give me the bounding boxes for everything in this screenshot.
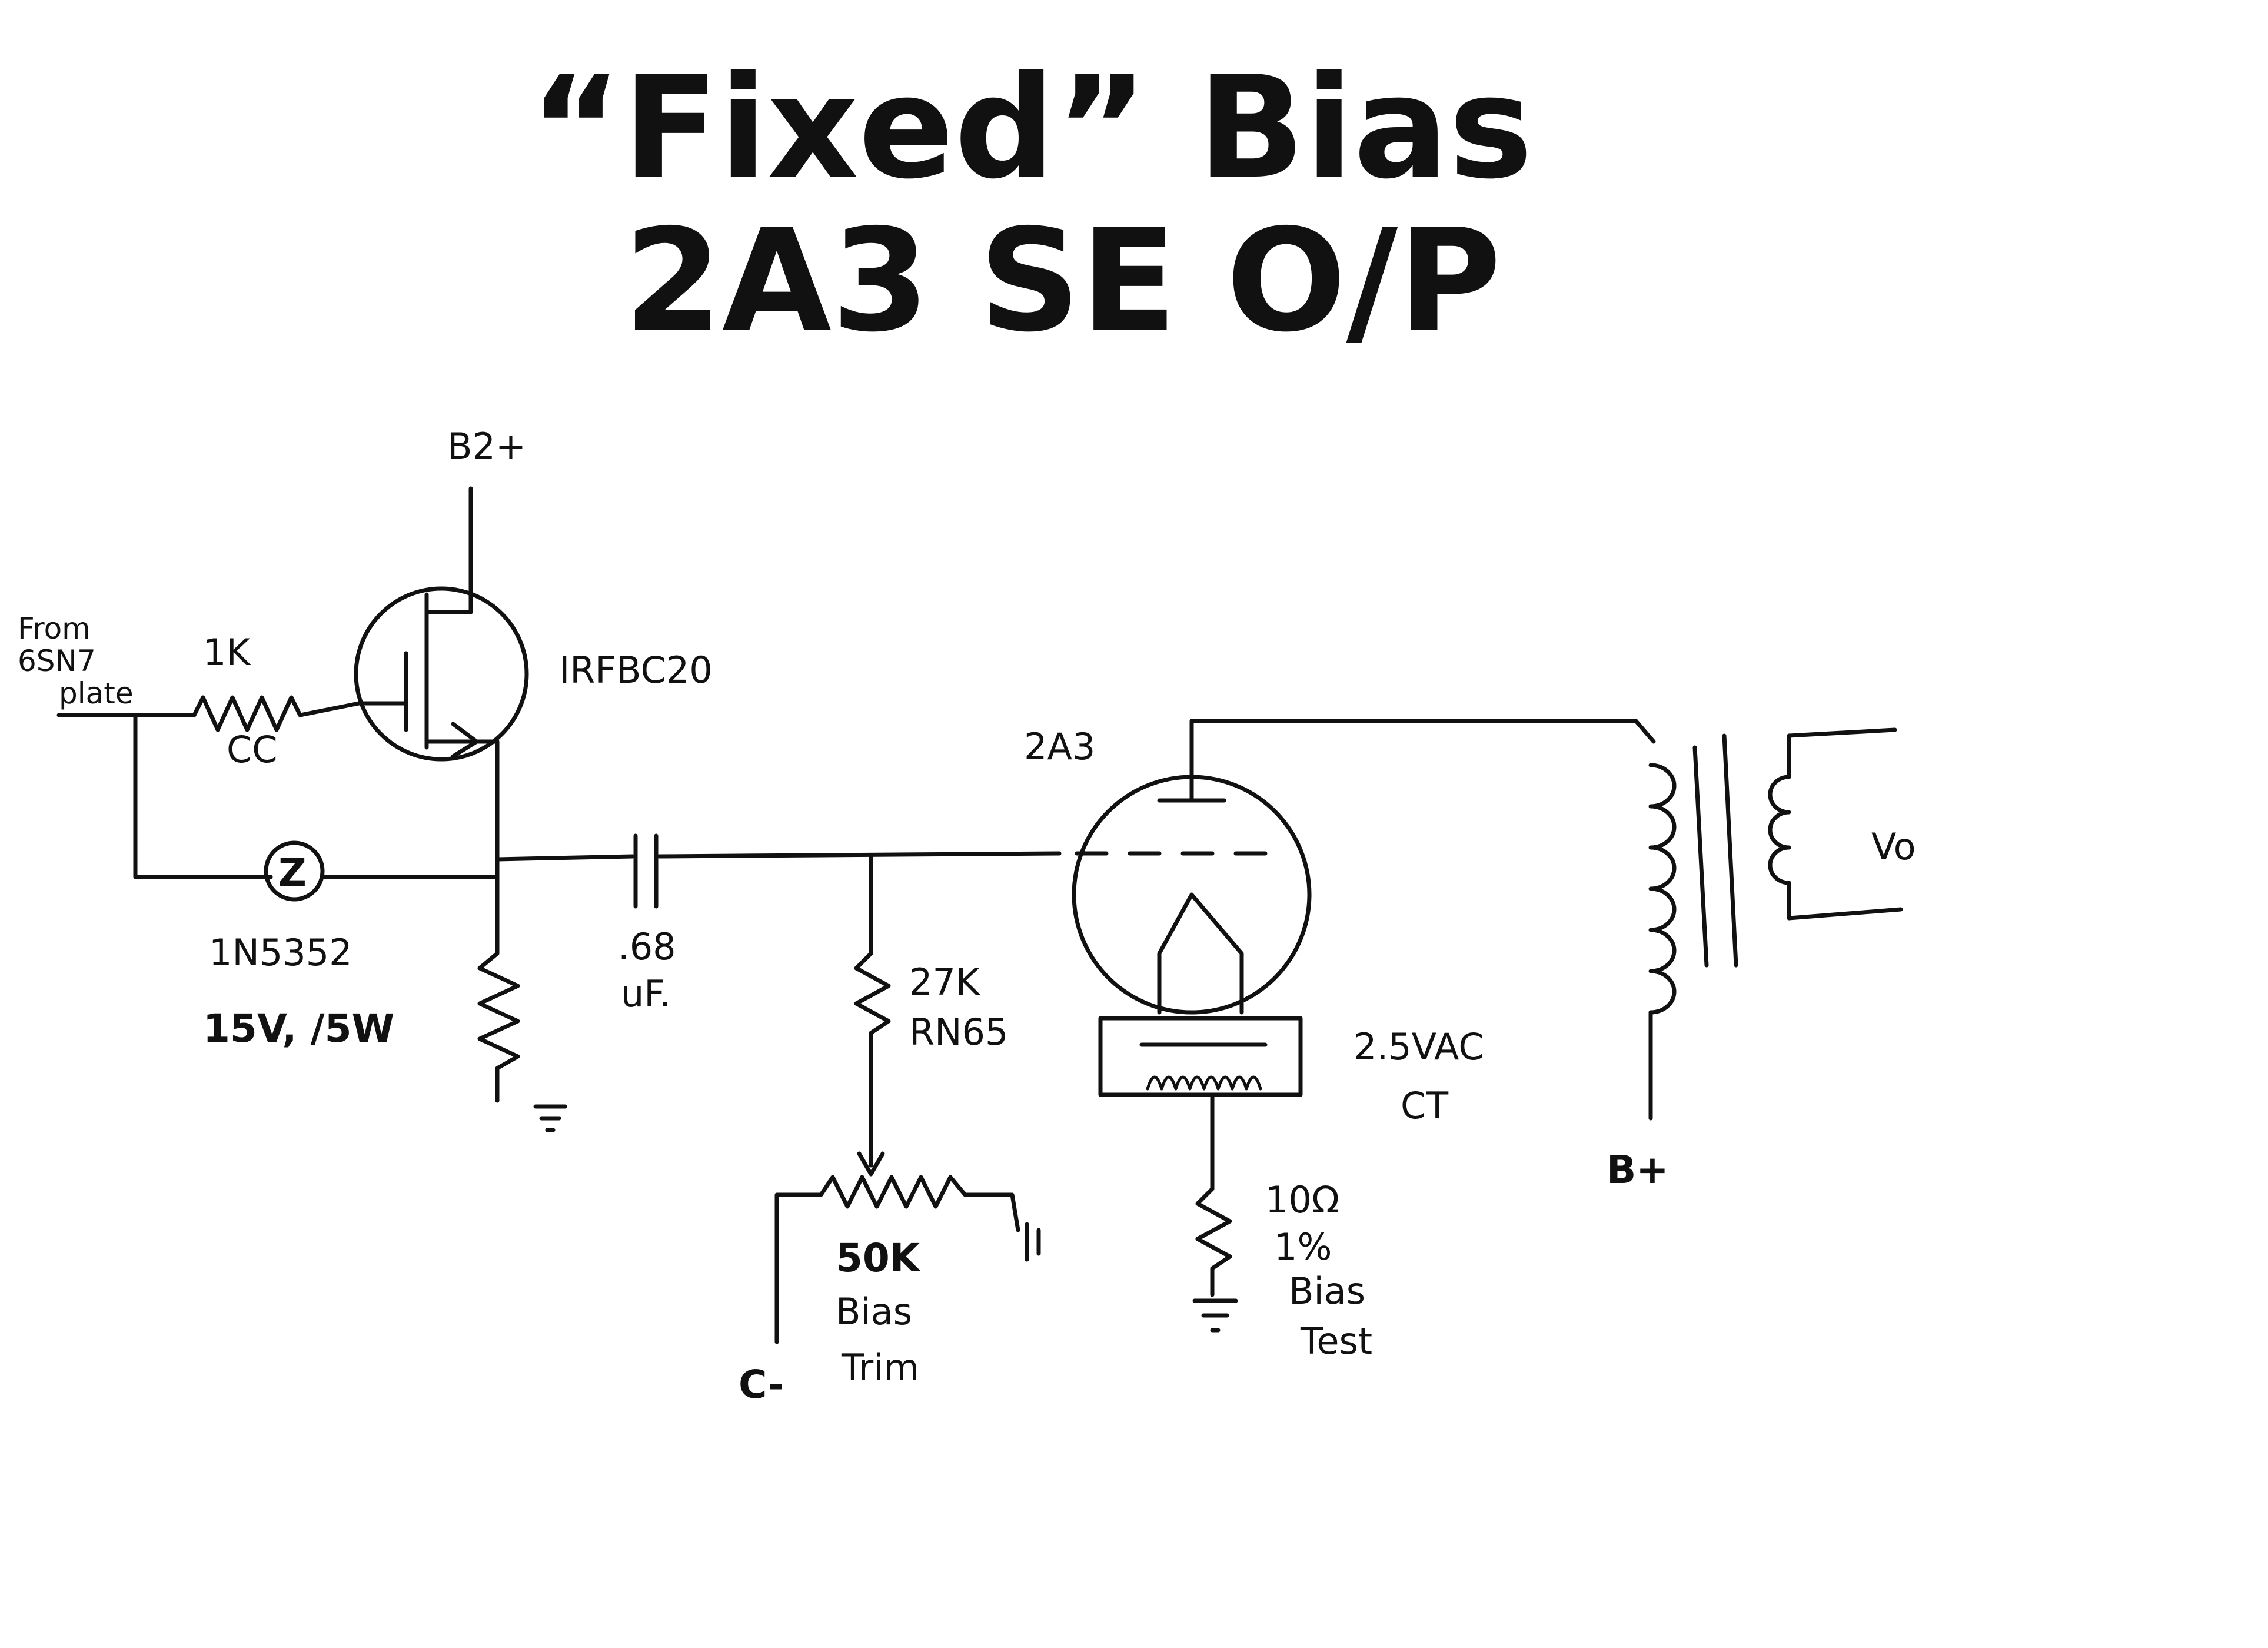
- pot-label-1: Bias: [836, 1290, 912, 1333]
- grid-resistor: [854, 854, 891, 1168]
- pot-wiper-arrow: [857, 1151, 885, 1177]
- pot-label-2: Trim: [841, 1346, 919, 1389]
- pot-ground-symbol: [1025, 1222, 1041, 1262]
- grid-resistor-type: RN65: [909, 1011, 1008, 1054]
- cathode-res-tol: 1%: [1274, 1225, 1332, 1268]
- plate-wire: [1189, 719, 1638, 726]
- zener-rating: 15V, /5W: [203, 1006, 394, 1051]
- zener-symbol: Z: [278, 850, 307, 895]
- cap-value: .68: [618, 925, 676, 968]
- output-transformer: [1634, 719, 1903, 1121]
- zener-diode: [264, 840, 500, 902]
- vo-label: Vo: [1871, 825, 1916, 868]
- gate-resistor-type: CC: [227, 728, 278, 771]
- input-label-1: From: [18, 612, 91, 646]
- tube-label: 2A3: [1024, 725, 1095, 768]
- pot-value: 50K: [836, 1235, 922, 1281]
- cathode-resistor: [1195, 1092, 1232, 1297]
- mosfet-symbol: [354, 586, 529, 862]
- triode-2a3: [1072, 722, 1312, 1015]
- cathode-res-value: 10Ω: [1265, 1178, 1339, 1221]
- title-line-2: 2A3 SE O/P: [624, 198, 1501, 363]
- cap-unit: uF.: [621, 972, 671, 1015]
- ground-symbol: [533, 1104, 567, 1132]
- b2-plus-label: B2+: [447, 425, 526, 468]
- grid-wire: [657, 851, 1062, 859]
- cathode-label-1: Bias: [1289, 1270, 1365, 1313]
- coupling-wire-left: [495, 854, 635, 862]
- source-resistor: [477, 857, 520, 1103]
- input-label-3: plate: [59, 676, 134, 710]
- b-plus-label: B+: [1607, 1147, 1669, 1192]
- mosfet-label: IRFBC20: [559, 649, 713, 692]
- title-line-1: “Fixed” Bias: [530, 45, 1533, 210]
- filament-transformer: [1098, 1016, 1303, 1097]
- filament-label-2: CT: [1401, 1084, 1449, 1127]
- grid-resistor-value: 27K: [909, 961, 980, 1004]
- input-label-2: 6SN7: [18, 644, 96, 678]
- gate-resistor: [192, 695, 361, 732]
- c-minus-label: C-: [739, 1362, 784, 1407]
- zener-feed-wire: [133, 713, 273, 879]
- bias-trim-pot: [774, 1175, 1020, 1344]
- cathode-label-2: Test: [1300, 1320, 1372, 1363]
- gate-resistor-value: 1K: [203, 631, 251, 674]
- cathode-ground-symbol: [1192, 1298, 1238, 1333]
- filament-label-1: 2.5VAC: [1354, 1025, 1484, 1068]
- zener-part: 1N5352: [209, 931, 352, 974]
